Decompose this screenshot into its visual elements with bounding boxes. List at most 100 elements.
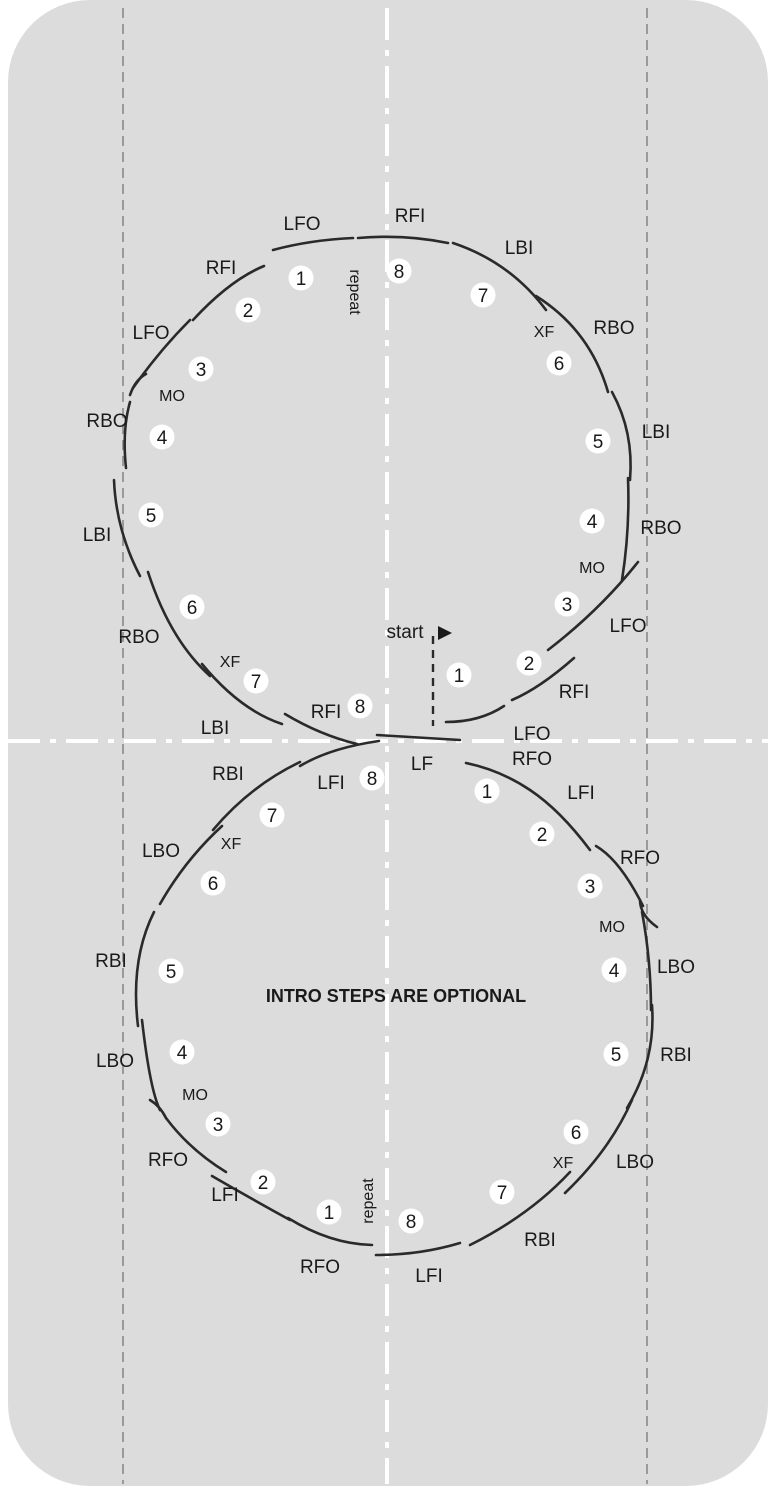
step-number: 2 (537, 825, 548, 846)
bottom-label-rbi-right: RBI (660, 1045, 692, 1066)
top-label-lfo-bottom: LFO (514, 724, 551, 745)
bottom-right-step-badge: 8 (398, 1208, 424, 1234)
bottom-label-rfo-right: RFO (620, 848, 660, 869)
step-number: 2 (258, 1173, 269, 1194)
top-label-rbo-lower-left: RBO (118, 627, 159, 648)
bottom-left-step-badge: 2 (250, 1169, 276, 1195)
step-badge-circle (585, 428, 611, 454)
bottom-circle-labels: RFO LFI RFO LBO RBI LBO RBI LFI RFO LFI … (95, 749, 695, 1287)
top-repeat-label: repeat (346, 269, 363, 315)
bottom-left-step-badge: 1 (316, 1199, 342, 1225)
bottom-label-lfi-right: LFI (567, 783, 594, 804)
top-left-step-badge: 5 (138, 502, 164, 528)
top-left-step-badge: 8 (347, 693, 373, 719)
top-label-rbo-left: RBO (86, 411, 127, 432)
step-badge-circle (563, 1119, 589, 1145)
bottom-left-step-badge: 3 (205, 1111, 231, 1137)
top-label-rfi-lower-left: RFI (311, 702, 342, 723)
step-number: 1 (296, 269, 307, 290)
top-label-rfi-upper-left: RFI (206, 258, 237, 279)
bottom-label-lbo-left: LBO (96, 1051, 134, 1072)
step-number: 6 (554, 354, 565, 375)
start-label: start (387, 622, 425, 643)
top-label-rbo: RBO (593, 318, 634, 339)
step-number: 3 (585, 877, 596, 898)
step-badge-circle (489, 1179, 515, 1205)
step-number: 4 (177, 1043, 188, 1064)
step-number: 8 (355, 697, 366, 718)
top-left-step-badge: 3 (188, 356, 214, 382)
top-left-step-badge: 1 (288, 265, 314, 291)
step-number: 5 (611, 1045, 622, 1066)
step-badge-circle (235, 297, 261, 323)
step-number: 3 (562, 595, 573, 616)
step-badge-circle (601, 957, 627, 983)
bottom-right-step-badge: 2 (529, 821, 555, 847)
bottom-right-step-badge: 6 (563, 1119, 589, 1145)
bottom-left-step-badge: 7 (259, 802, 285, 828)
step-number: 4 (157, 428, 168, 449)
top-right-step-badge: 6 (546, 350, 572, 376)
top-right-step-badge: 4 (579, 508, 605, 534)
step-number: 7 (251, 672, 262, 693)
top-circle-edges (112, 235, 640, 746)
step-badge-circle (603, 1041, 629, 1067)
bottom-left-step-badge: 6 (200, 870, 226, 896)
step-number: 5 (593, 432, 604, 453)
center-labels: start LF (387, 622, 434, 775)
step-badge-circle (386, 258, 412, 284)
bottom-label-mo-left: MO (182, 1087, 208, 1104)
step-badge-circle (205, 1111, 231, 1137)
step-number: 1 (454, 666, 465, 687)
top-circle-labels: LFO RFI LBI RBO LBI RBO LFO RFI LFO RFI … (83, 206, 682, 745)
bottom-label-rfo-top: RFO (512, 749, 552, 770)
step-badge-circle (188, 356, 214, 382)
step-number: 7 (478, 286, 489, 307)
bottom-label-lbo-right: LBO (657, 957, 695, 978)
step-badge-circle (579, 508, 605, 534)
step-number: 2 (524, 654, 535, 675)
step-badge-circle (446, 662, 472, 688)
top-left-step-badge: 4 (149, 424, 175, 450)
step-badge-circle (243, 668, 269, 694)
step-badge-circle (470, 282, 496, 308)
bottom-right-step-badge: 3 (577, 873, 603, 899)
step-number: 6 (208, 874, 219, 895)
step-number: 2 (243, 301, 254, 322)
step-badge-circle (200, 870, 226, 896)
lf-label: LF (411, 754, 433, 775)
top-left-step-badge: 2 (235, 297, 261, 323)
step-badge-circle (347, 693, 373, 719)
bottom-circle-edges (134, 739, 659, 1257)
step-badge-circle (316, 1199, 342, 1225)
step-number: 1 (482, 782, 493, 803)
top-label-lbi-right: LBI (642, 422, 671, 443)
step-badge-circle (359, 765, 385, 791)
top-label-lbi-lower-left: LBI (201, 718, 230, 739)
bottom-label-mo-right: MO (599, 919, 625, 936)
step-number: 1 (324, 1203, 335, 1224)
center-step (375, 626, 462, 742)
top-right-step-badge: 8 (386, 258, 412, 284)
step-badge-circle (554, 591, 580, 617)
step-badge-circle (169, 1039, 195, 1065)
diagram-title: INTRO STEPS ARE OPTIONAL (266, 986, 526, 1006)
bottom-label-lfi-bottom: LFI (415, 1266, 442, 1287)
step-badge-circle (250, 1169, 276, 1195)
step-number: 7 (267, 806, 278, 827)
top-right-step-badge: 5 (585, 428, 611, 454)
bottom-label-rbi-bottom: RBI (524, 1230, 556, 1251)
step-badge-circle (546, 350, 572, 376)
step-badge-circle (138, 502, 164, 528)
step-number: 3 (196, 360, 207, 381)
step-number: 4 (609, 961, 620, 982)
bottom-repeat-label: repeat (360, 1178, 377, 1224)
step-number: 7 (497, 1183, 508, 1204)
step-number: 8 (367, 769, 378, 790)
bottom-label-rbi-top-left: RBI (212, 764, 244, 785)
step-number: 6 (187, 598, 198, 619)
top-label-lfo-left: LFO (133, 323, 170, 344)
top-label-lbi-left: LBI (83, 525, 112, 546)
step-badge-circle (516, 650, 542, 676)
top-right-step-badge: 2 (516, 650, 542, 676)
